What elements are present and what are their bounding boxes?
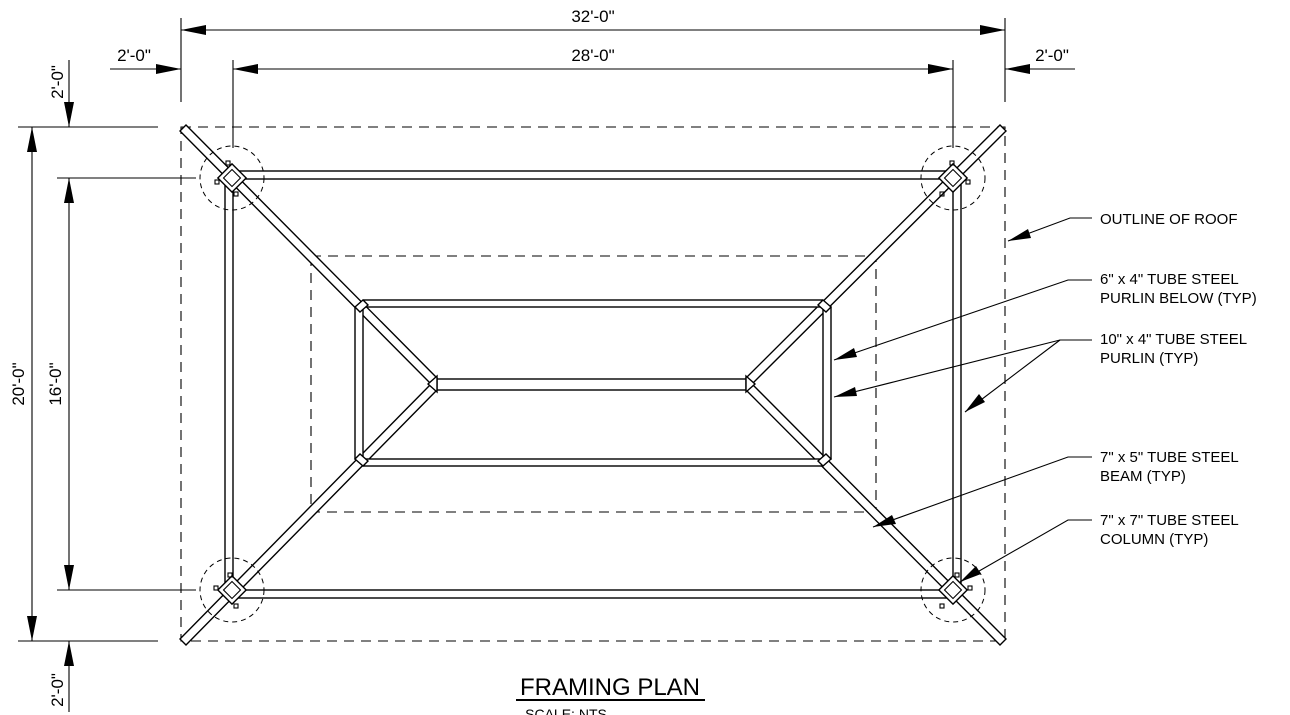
drawing-title: FRAMING PLAN [520,674,700,701]
dim-overall-depth: 20'-0" [9,362,28,405]
top-dimensions [110,18,1075,148]
dim-inner-width: 28'-0" [571,46,614,65]
dim-inner-depth: 16'-0" [46,362,65,405]
callout-leaders [833,217,1092,583]
note-purlin-line1: 10" x 4" TUBE STEEL [1100,331,1247,348]
dim-overall-width: 32'-0" [571,7,614,26]
note-outline-of-roof: OUTLINE OF ROOF [1100,211,1238,228]
column-bottom-right [920,557,986,623]
dim-right-overhang: 2'-0" [1035,46,1069,65]
column-top-left [199,145,265,211]
roof-outline [180,126,1006,642]
note-purlin-line2: PURLIN (TYP) [1100,350,1198,367]
column-top-right [920,145,986,211]
drawing-scale: SCALE: NTS [525,706,607,715]
dim-left-overhang: 2'-0" [117,46,151,65]
diagonal-hip-beams [179,124,1007,646]
note-column-line1: 7" x 7" TUBE STEEL [1100,512,1239,529]
inner-purlin-frame [353,299,833,467]
dim-top-overhang: 2'-0" [48,65,67,99]
note-beam-line2: BEAM (TYP) [1100,468,1186,485]
note-purlin-below-line1: 6" x 4" TUBE STEEL [1100,271,1239,288]
note-column-line2: COLUMN (TYP) [1100,531,1208,548]
column-bottom-left [199,557,265,623]
note-beam-line1: 7" x 5" TUBE STEEL [1100,449,1239,466]
left-dimensions [18,60,196,712]
purlin-below-zone [310,255,877,513]
dim-bottom-overhang: 2'-0" [48,673,67,707]
ridge-beam [426,374,757,394]
note-purlin-below-line2: PURLIN BELOW (TYP) [1100,290,1257,307]
